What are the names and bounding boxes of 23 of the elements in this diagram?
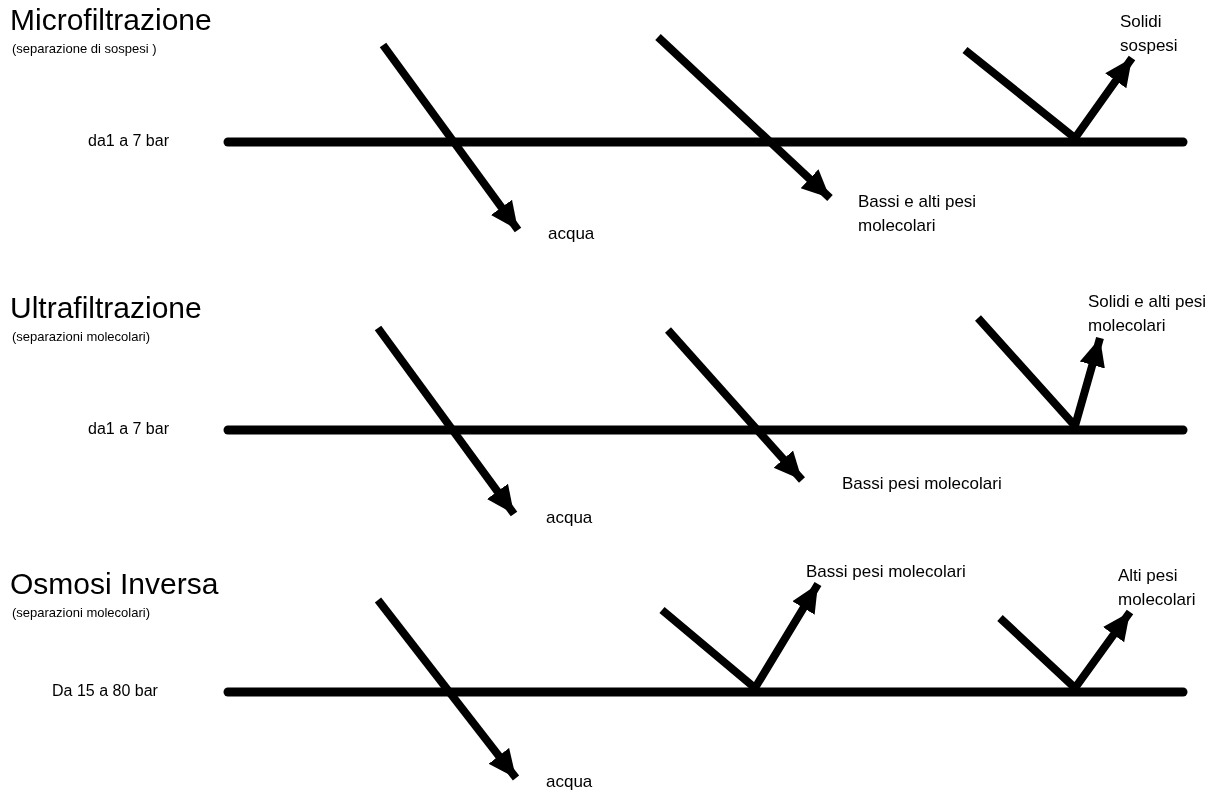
flow-label: Solidi e alti pesi molecolari	[1088, 290, 1224, 338]
flow-label: acqua	[514, 506, 636, 530]
pressure-label: da1 a 7 bar	[88, 131, 169, 151]
process-title: Osmosi Inversa	[10, 566, 219, 602]
arrow	[374, 597, 520, 781]
flow-label: Bassi pesi molecolari	[802, 472, 1042, 496]
process-subtitle: (separazione di sospesi )	[12, 40, 157, 58]
process-subtitle: (separazioni molecolari)	[12, 604, 150, 622]
flow-label: acqua	[518, 222, 638, 246]
arrow	[665, 327, 805, 483]
arrow	[655, 34, 833, 201]
arrow	[379, 42, 522, 233]
flow-label: Solidi sospesi	[1120, 10, 1220, 58]
flow-label: acqua	[516, 770, 636, 794]
process-subtitle: (separazioni molecolari)	[12, 328, 150, 346]
process-title: Ultrafiltrazione	[10, 290, 202, 326]
pressure-label: Da 15 a 80 bar	[52, 681, 158, 701]
process-title: Microfiltrazione	[10, 2, 212, 38]
flow-label: Alti pesi molecolari	[1118, 564, 1218, 612]
flow-label: Bassi e alti pesi molecolari	[830, 190, 1058, 238]
pressure-label: da1 a 7 bar	[88, 419, 169, 439]
arrow	[374, 325, 518, 517]
flow-label: Bassi pesi molecolari	[806, 560, 966, 584]
